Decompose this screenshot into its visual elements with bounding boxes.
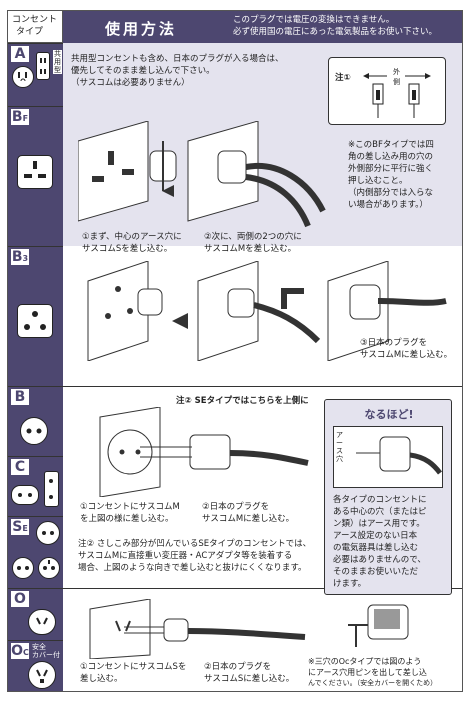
type-b-socket-icon [20, 417, 48, 445]
o-illustration [89, 599, 306, 659]
divider [63, 588, 462, 589]
type-c-socket-icon [11, 485, 39, 505]
type-bf-cell: BF [8, 106, 63, 246]
o-step1: ①コンセントにサスコムSを差し込む。 [80, 662, 187, 684]
naruhodo-box: なるほど! アース穴 各タイプのコンセントにある中心の穴（またはピ ン類）はアー… [324, 399, 452, 595]
type-a-outlet-icon [36, 52, 50, 80]
type-a-cell: A 共用型 [8, 43, 63, 106]
section-a-text: 共用型コンセントも含め、日本のプラグが入る場合は、 優先してそのまま差し込んで下… [71, 54, 284, 88]
type-label-oc: OC [11, 643, 29, 659]
shared-type-note: 共用型 [53, 50, 62, 74]
type-oc-cell: OC 安全カバー付 [8, 640, 63, 691]
note2: 注② さしこみ部分が凹んでいるSEタイプのコンセントでは、サスコムMに直接重い変… [78, 539, 312, 573]
type-se-socket-icon-2 [12, 557, 34, 579]
type-b-cell: B [8, 386, 63, 456]
bf-note: ※このBFタイプでは四角の差し込み用の穴の 外側部分に平行に強く押し込むこと。 … [348, 140, 434, 210]
o-step2: ②日本のプラグをサスコムSに差し込む。 [204, 662, 295, 684]
type-label-bf: BF [11, 109, 29, 125]
naruhodo-text: 各タイプのコンセントにある中心の穴（またはピ ン類）はアース用です。アース設定の… [333, 495, 427, 589]
type-label-c: C [11, 459, 29, 475]
b-step2: ②日本のプラグをサスコムMに差し込む。 [202, 502, 295, 524]
type-se-socket-icon-1 [36, 521, 60, 545]
type-se-cell: SE [8, 516, 63, 588]
type-o-socket-icon [28, 609, 56, 635]
type-label-b3: B3 [11, 249, 29, 265]
earth-hole-illustration: アース穴 [333, 426, 443, 488]
type-bf-socket-icon [17, 155, 53, 189]
type-o-cell: O [8, 588, 63, 640]
type-a-socket-icon [12, 66, 34, 88]
b3-illustration [87, 261, 447, 361]
oc-cover-illustration [348, 604, 409, 647]
page-header: 使用方法 このプラグでは電圧の変換はできません。 必ず使用国の電圧にあった電気製… [63, 11, 462, 43]
type-se-socket-icon-3 [38, 557, 60, 579]
note1-box: 注① 外 側 [328, 57, 446, 125]
instruction-sheet: コンセント タイプ 使用方法 このプラグでは電圧の変換はできません。 必ず使用国… [7, 10, 463, 692]
page-title: 使用方法 [105, 20, 178, 38]
type-label-a: A [11, 46, 29, 62]
type-label-se: SE [11, 519, 29, 535]
type-c-outlet-icon [44, 471, 59, 507]
note2-top: 注② SEタイプではこちらを上側に [176, 396, 309, 406]
type-c-cell: C [8, 456, 63, 516]
b3-step3: ③日本のプラグをサスコムMに差し込む。 [360, 338, 453, 360]
type-label-o: O [11, 591, 29, 607]
oc-note: ※三穴のOcタイプでは図のようにアース穴用ピンを出して差し込んでください。（安全… [308, 657, 438, 687]
safety-cover-badge: 安全カバー付 [32, 643, 60, 659]
type-b3-socket-icon [17, 304, 53, 338]
b-illustration [99, 407, 309, 497]
type-b3-cell: B3 [8, 246, 63, 386]
type-oc-socket-icon [28, 661, 56, 689]
voltage-notice: このプラグでは電圧の変換はできません。 必ず使用国の電圧にあった電気製品をお使い… [233, 15, 438, 37]
bf-step1: ①まず、中心のアース穴にサスコムSを差し込む。 [82, 232, 182, 254]
column-header: コンセント タイプ [8, 11, 63, 43]
bf-illustration [78, 121, 326, 228]
bf-step2: ②次に、両側の2つの穴にサスコムMを差し込む。 [204, 232, 302, 254]
type-label-b: B [11, 389, 29, 405]
divider [63, 386, 462, 387]
